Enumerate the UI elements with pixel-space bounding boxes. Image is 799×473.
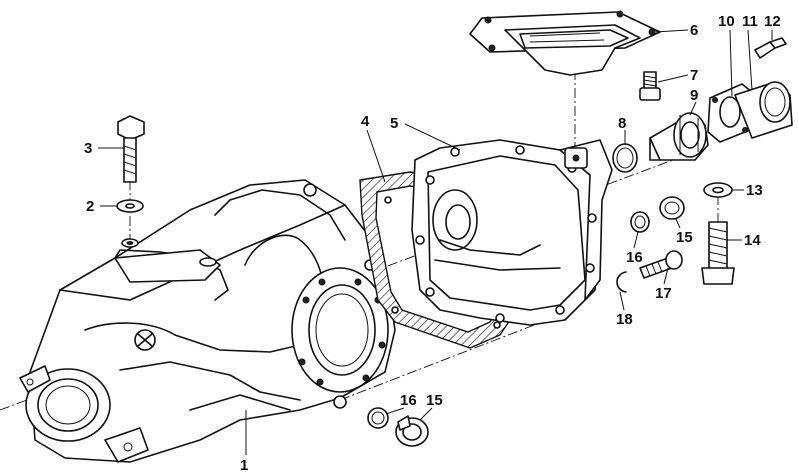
seal-ring-16-upper xyxy=(630,211,650,233)
top-cover-plate xyxy=(469,10,661,76)
differential-housing xyxy=(19,179,396,463)
callout-17: 17 xyxy=(655,285,672,302)
callout-18: 18 xyxy=(616,311,633,328)
callout-15-lower: 15 xyxy=(426,392,443,409)
flange-9 xyxy=(649,112,709,161)
callout-15-upper: 15 xyxy=(676,229,693,246)
callout-1: 1 xyxy=(240,457,248,473)
bolt-3 xyxy=(117,115,145,183)
leader-lines xyxy=(98,29,773,455)
bolt-14 xyxy=(701,221,735,285)
callout-10: 10 xyxy=(718,13,735,30)
rear-cover xyxy=(411,139,613,326)
callout-4: 4 xyxy=(361,113,370,130)
circlip-18 xyxy=(616,271,627,293)
o-ring-8 xyxy=(612,143,638,173)
callout-11: 11 xyxy=(742,13,758,30)
callout-8: 8 xyxy=(618,115,626,132)
drain-plug-15-lower xyxy=(395,415,429,447)
washer-13 xyxy=(703,182,733,198)
part-callouts: 1 2 3 4 5 6 7 8 9 10 11 12 13 14 15 16 1… xyxy=(84,13,781,473)
callout-13: 13 xyxy=(746,182,763,199)
callout-3: 3 xyxy=(84,140,92,157)
plug-15-upper xyxy=(659,196,685,220)
bolt-7 xyxy=(639,71,661,101)
seal-ring-16-lower xyxy=(367,407,389,429)
callout-6: 6 xyxy=(690,22,698,39)
bolt-12 xyxy=(754,37,787,59)
sleeve-11 xyxy=(734,81,793,139)
callout-16-upper: 16 xyxy=(626,249,643,266)
washer-2 xyxy=(116,199,144,213)
callout-12: 12 xyxy=(764,13,781,30)
callout-5: 5 xyxy=(390,115,398,132)
callout-9: 9 xyxy=(690,87,698,104)
callout-2: 2 xyxy=(86,198,94,215)
callout-14: 14 xyxy=(744,232,761,249)
bolt-17 xyxy=(639,250,683,279)
callout-16-lower: 16 xyxy=(400,392,417,409)
callout-7: 7 xyxy=(690,67,698,84)
